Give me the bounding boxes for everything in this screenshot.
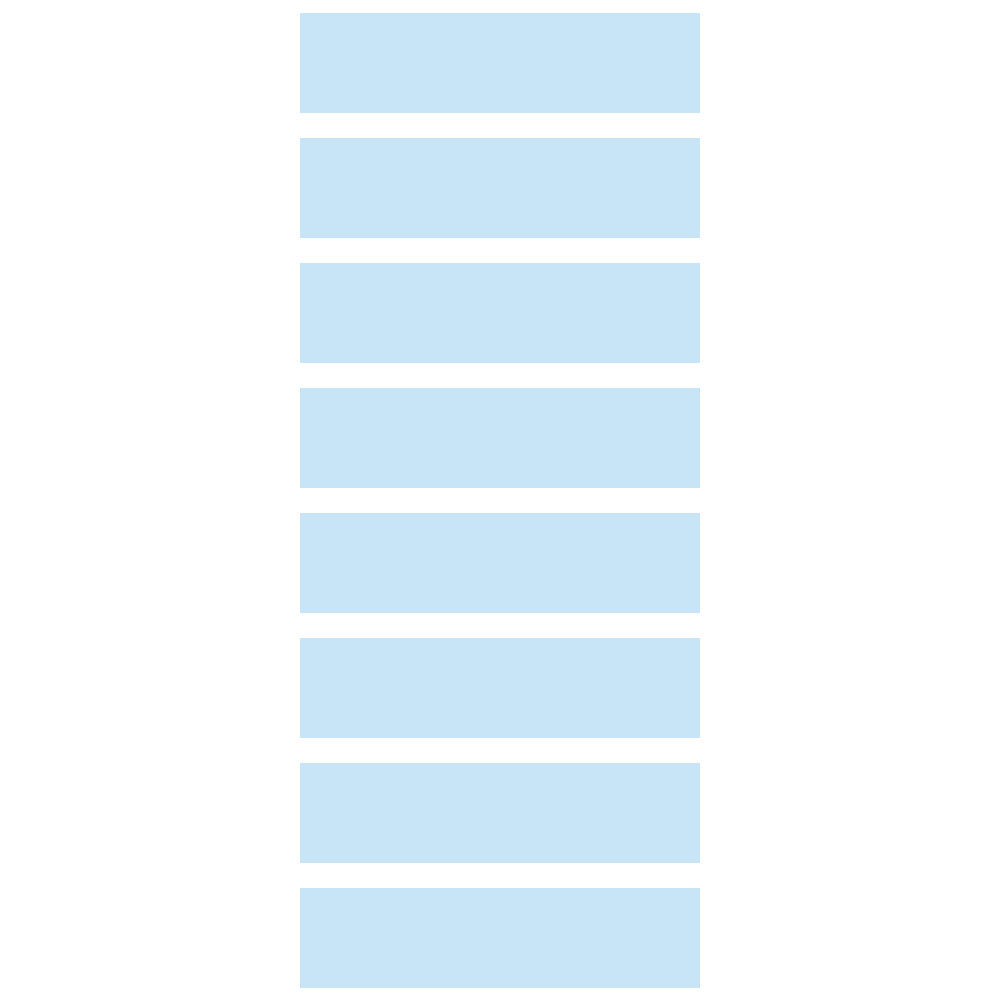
block-item-4[interactable] [300,388,700,488]
block-item-1[interactable] [300,13,700,113]
block-item-5[interactable] [300,513,700,613]
block-item-3[interactable] [300,263,700,363]
block-item-8[interactable] [300,888,700,988]
block-item-2[interactable] [300,138,700,238]
block-stack [300,13,700,988]
block-item-6[interactable] [300,638,700,738]
block-item-7[interactable] [300,763,700,863]
